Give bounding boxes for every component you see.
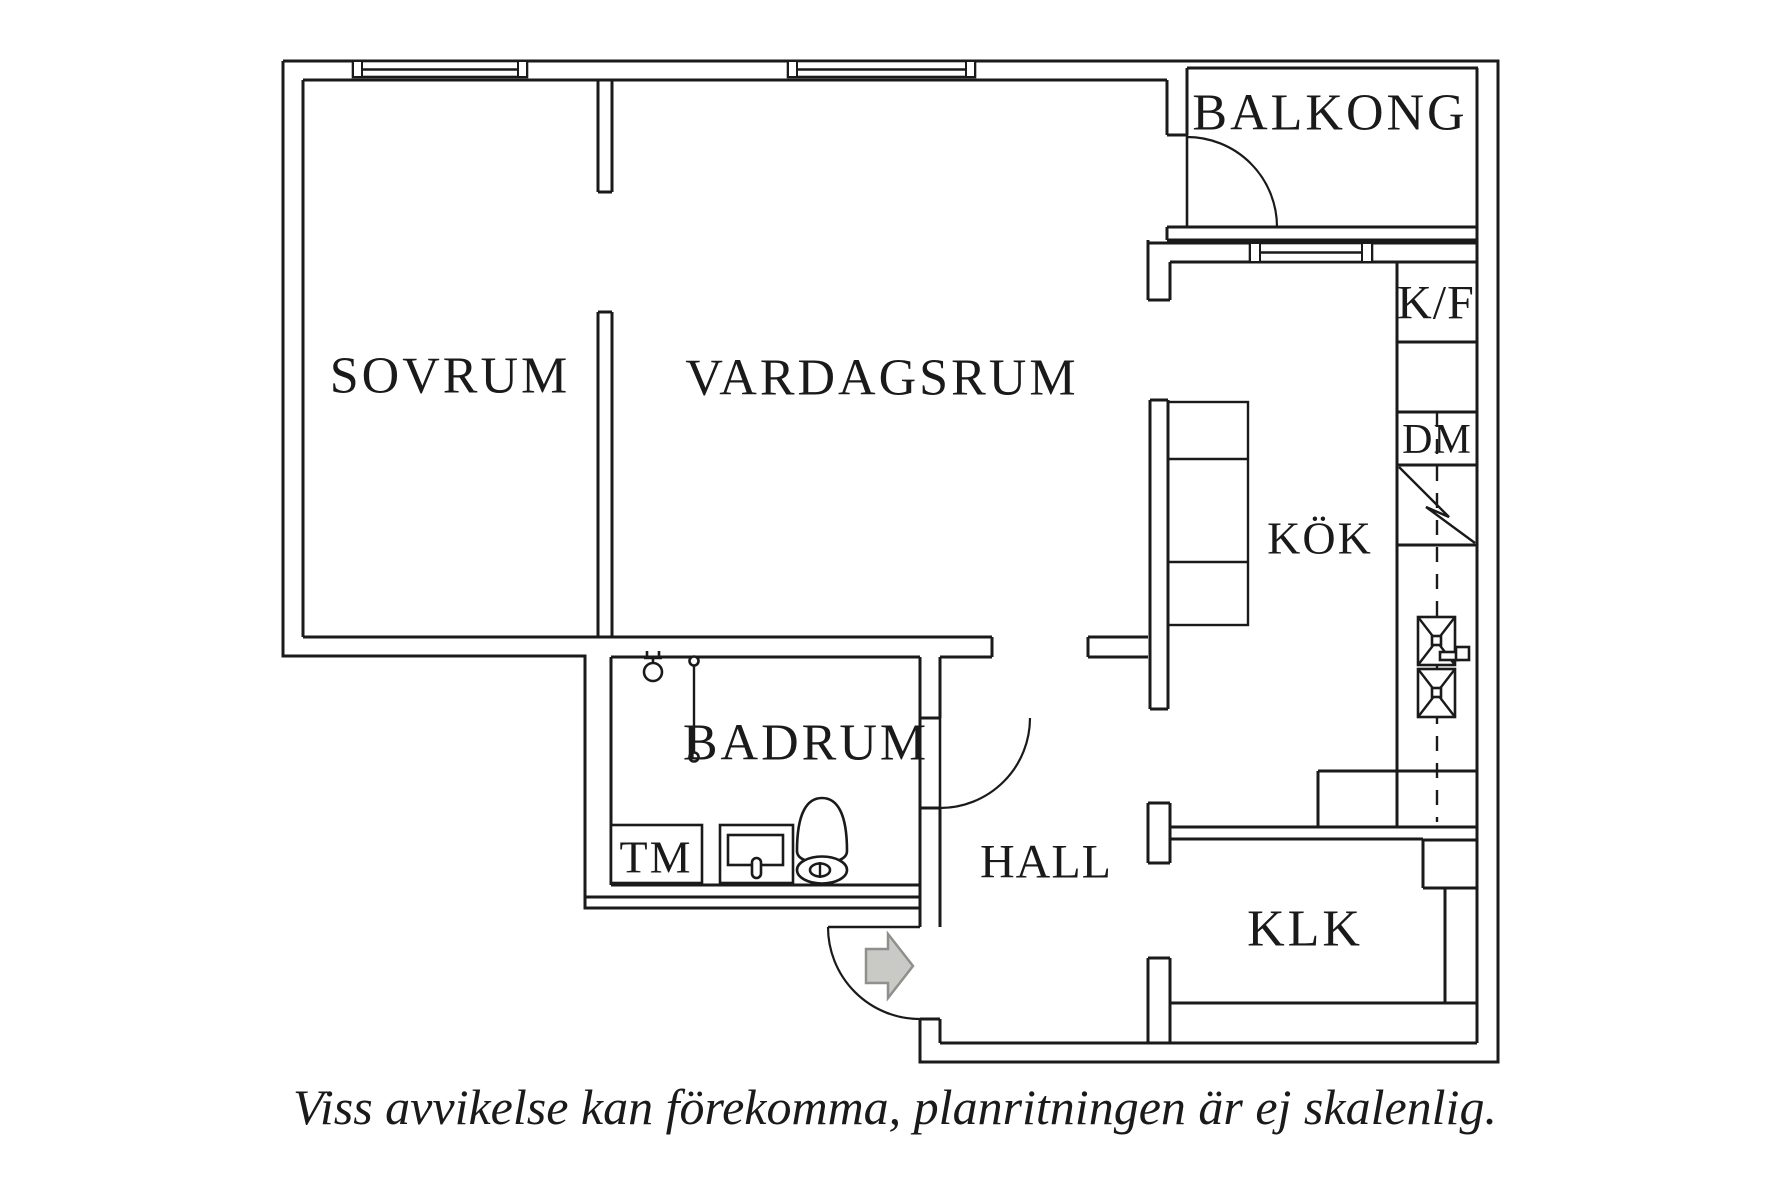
shower-screen-icon: [688, 655, 700, 763]
caption: Viss avvikelse kan förekomma, planritnin…: [293, 1079, 1497, 1135]
appliance-label-tm: TM: [620, 832, 693, 883]
kitchen-cabinets: [1166, 400, 1250, 627]
window-icon-vardagsrum: [786, 59, 977, 79]
room-label-badrum: BADRUM: [683, 715, 929, 772]
window-icon-sovrum: [351, 59, 529, 79]
interior-walls: [301, 66, 1479, 1045]
room-label-sovrum: SOVRUM: [330, 348, 571, 405]
kitchen-fixtures: [1166, 400, 1476, 822]
window-icon-kok: [1248, 241, 1374, 264]
room-label-klk: KLK: [1247, 901, 1363, 958]
faucet-icon: [1438, 645, 1471, 662]
bathroom-door-icon: [938, 717, 1032, 810]
washing-machine-box: [609, 823, 704, 885]
doors: [826, 135, 1279, 1021]
entry-door-icon: [826, 925, 921, 1021]
room-labels: SOVRUM VARDAGSRUM BALKONG KÖK BADRUM HAL…: [330, 85, 1475, 958]
appliance-label-dm: DM: [1402, 417, 1472, 463]
room-label-hall: HALL: [980, 836, 1112, 889]
kitchen-sink-icon: [1416, 615, 1471, 719]
shower-icon: [642, 651, 664, 683]
stove-icon: [1398, 466, 1476, 544]
washbasin-icon: [718, 823, 795, 885]
toilet-icon: [795, 796, 849, 885]
interior-lines: [301, 66, 1479, 1045]
room-label-kok: KÖK: [1267, 513, 1373, 564]
windows: [351, 59, 1374, 264]
balcony-door-icon: [1185, 135, 1279, 228]
appliance-label-kf: K/F: [1397, 277, 1475, 330]
room-label-balkong: BALKONG: [1192, 85, 1467, 142]
bathroom-fixtures: [609, 651, 849, 885]
entry-arrow-icon: [864, 930, 915, 1002]
room-label-vardagsrum: VARDAGSRUM: [685, 350, 1078, 407]
